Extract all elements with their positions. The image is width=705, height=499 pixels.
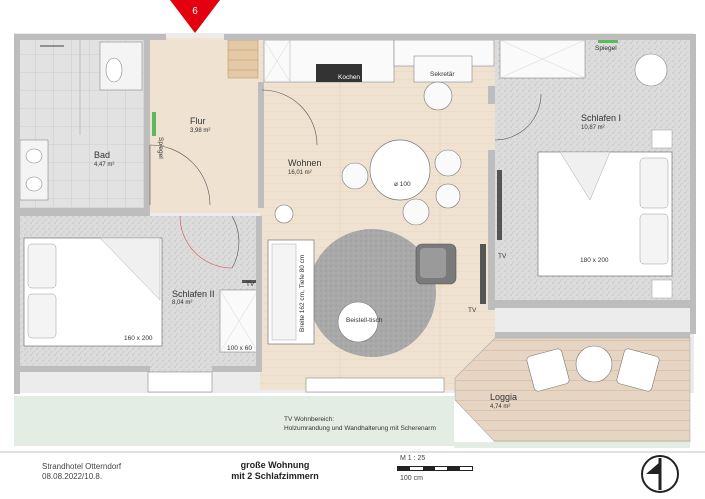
bathroom (18, 38, 146, 208)
sekretaer-chair (423, 81, 453, 111)
toilet-icon (105, 57, 123, 83)
entrance-number: 6 (192, 6, 198, 17)
sofa (267, 239, 315, 345)
label-tv2: TV (468, 307, 477, 314)
lounge-chair (415, 243, 457, 285)
room-name-schlafen1: Schlafen I (581, 113, 621, 123)
room-name-flur: Flur (190, 116, 206, 126)
armchair-icon (634, 53, 668, 87)
plan-date: 08.08.2022/10.8. (42, 472, 103, 481)
green-strip (14, 396, 454, 446)
room-area-loggia: 4,74 m² (490, 404, 510, 410)
room-name-schlafen2: Schlafen II (172, 289, 215, 299)
door-swings (149, 89, 542, 269)
note-line2: Holzumrandung und Wandhalterung mit Sche… (284, 425, 436, 432)
bed-160 (23, 237, 163, 347)
beistelltisch (337, 301, 379, 343)
hotel-name: Strandhotel Otterndorf (42, 462, 122, 471)
tv-wohnen (480, 244, 486, 304)
scale-label: M 1 : 25 (400, 455, 426, 462)
windows (147, 371, 445, 393)
room-name-wohnen: Wohnen (288, 158, 321, 168)
label-spiegel-flur: Spiegel (157, 137, 164, 159)
room-name-loggia: Loggia (490, 392, 517, 402)
label-tv3: TV (246, 281, 255, 288)
scale-length: 100 cm (400, 475, 423, 482)
mirror-schlafen (598, 40, 618, 43)
room-area-wohnen: 16,01 m² (288, 170, 312, 176)
room-area-bad: 4,47 m² (94, 162, 114, 168)
label-wardrobe-size: 100 x 60 (227, 345, 252, 352)
kitchen-block (263, 39, 495, 83)
plan-title-1: große Wohnung (240, 460, 310, 470)
label-table-size: ø 100 (394, 181, 411, 188)
sink-icon (25, 148, 43, 164)
label-bed1-size: 180 x 200 (580, 257, 609, 264)
label-tv1: TV (498, 253, 507, 260)
interior-walls (14, 34, 696, 394)
loggia (454, 337, 691, 443)
plan-title-2: mit 2 Schlafzimmern (231, 471, 319, 481)
label-bed2-size: 160 x 200 (124, 335, 153, 342)
sink-icon (25, 176, 43, 192)
bed-180 (537, 151, 673, 277)
scale-bar (397, 466, 473, 471)
label-beistelltisch: Beistell-tisch (346, 317, 383, 324)
room-area-schlafen2: 8,04 m² (172, 300, 192, 306)
label-spiegel-schlafen: Spiegel (595, 45, 617, 52)
room-area-flur: 3,98 m² (190, 128, 210, 134)
label-sofa-size: Breite 162 cm, Tiefe 80 cm (299, 255, 306, 332)
label-kochen: Kochen (338, 74, 360, 81)
label-sekretaer: Sekretär (430, 71, 455, 78)
title-block: Strandhotel Otterndorf 08.08.2022/10.8. … (0, 452, 705, 499)
logo-icon (641, 455, 679, 493)
room-area-schlafen1: 10,87 m² (581, 125, 605, 131)
dining-table (341, 139, 462, 226)
tv-schlafen1 (497, 170, 502, 240)
mirror-flur (152, 112, 156, 136)
note-line1: TV Wohnbereich: (284, 416, 334, 423)
room-name-bad: Bad (94, 150, 110, 160)
side-table-small (274, 204, 294, 224)
entrance-marker: 6 (170, 0, 220, 33)
